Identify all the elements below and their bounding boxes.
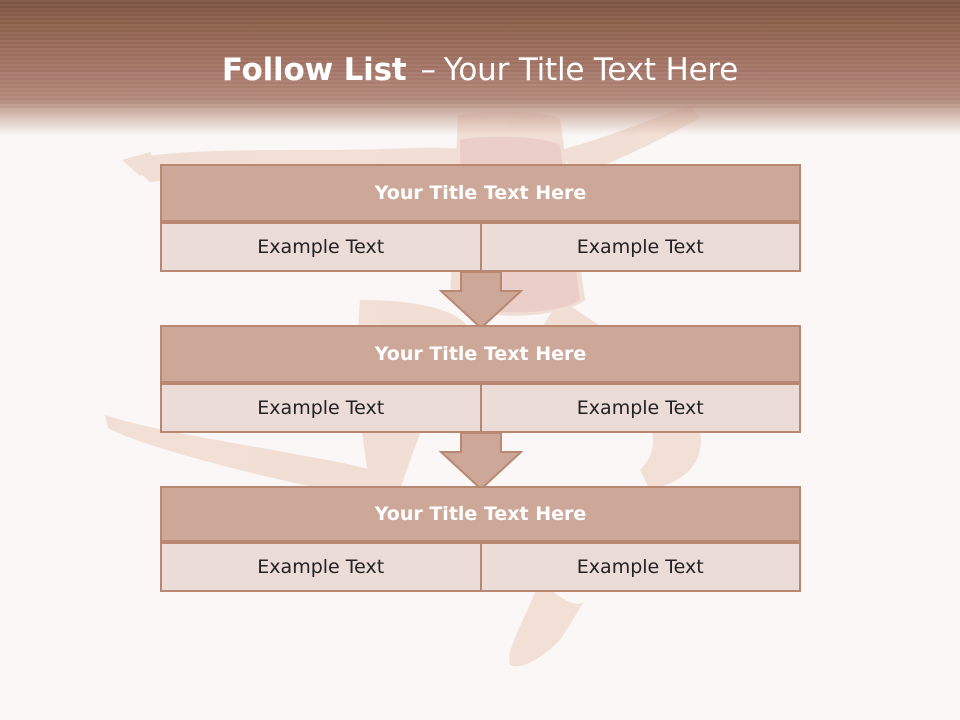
block-cell-left[interactable]: Example Text <box>160 542 481 592</box>
list-block-3: Your Title Text Here Example Text Exampl… <box>160 486 801 592</box>
block-title[interactable]: Your Title Text Here <box>160 164 801 222</box>
block-row: Example Text Example Text <box>160 222 801 272</box>
block-row: Example Text Example Text <box>160 383 801 433</box>
down-arrow-icon <box>439 271 523 329</box>
header-stripes <box>0 0 960 110</box>
block-cell-right[interactable]: Example Text <box>480 222 801 272</box>
block-cell-right[interactable]: Example Text <box>480 542 801 592</box>
slide-title-bold: Follow List <box>221 52 407 88</box>
block-row: Example Text Example Text <box>160 542 801 592</box>
list-block-1: Your Title Text Here Example Text Exampl… <box>160 164 801 272</box>
block-cell-right[interactable]: Example Text <box>480 383 801 433</box>
block-title[interactable]: Your Title Text Here <box>160 486 801 542</box>
down-arrow-icon <box>439 432 523 490</box>
block-cell-left[interactable]: Example Text <box>160 383 481 433</box>
block-cell-left[interactable]: Example Text <box>160 222 481 272</box>
block-title[interactable]: Your Title Text Here <box>160 325 801 383</box>
header-band <box>0 0 960 135</box>
slide-title: Follow List–Your Title Text Here <box>0 52 960 88</box>
slide-title-dash: – <box>420 52 436 88</box>
slide-title-rest: Your Title Text Here <box>443 52 739 88</box>
list-block-2: Your Title Text Here Example Text Exampl… <box>160 325 801 433</box>
